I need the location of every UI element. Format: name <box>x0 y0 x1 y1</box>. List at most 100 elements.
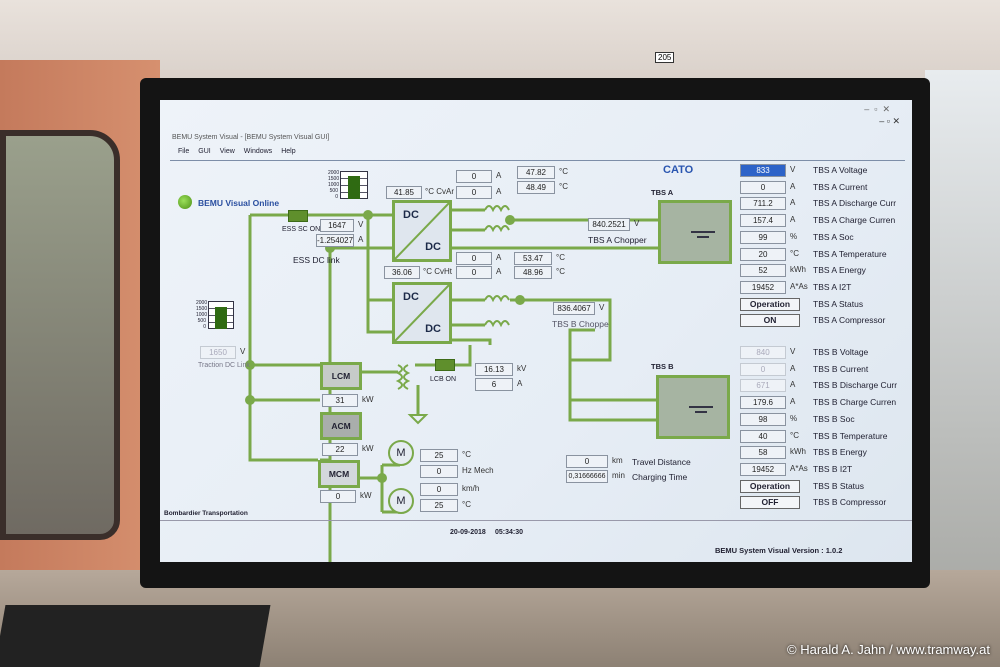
online-status-indicator <box>178 195 192 209</box>
tbs-b-label: TBS B Voltage <box>813 347 869 357</box>
tbs-b-battery-icon <box>656 375 730 439</box>
tbs-b-label: TBS B Status <box>813 480 865 491</box>
conv-a-temp-2: 48.49 <box>517 181 555 194</box>
lcm-power: 31 <box>322 394 358 407</box>
menu-help[interactable]: Help <box>281 148 296 155</box>
menu-view[interactable]: View <box>219 148 235 155</box>
menu-file[interactable]: File <box>178 148 190 155</box>
tbs-b-label: TBS B Charge Curren <box>813 397 897 408</box>
tbs-b-value: 671 <box>740 379 786 393</box>
conv-b-current-2: 0 <box>456 266 492 279</box>
tbs-b-value: OFF <box>740 496 800 510</box>
tbs-b-label: TBS B Soc <box>813 413 855 424</box>
motor-2-icon: M <box>388 488 414 514</box>
tbs-b-value: 40 <box>740 429 786 443</box>
tbs-a-value: 19452 <box>740 280 786 294</box>
tbs-b-value: 98 <box>740 412 786 426</box>
tbs-b-chopper-label: TBS B Chopper <box>552 319 612 329</box>
tbs-a-label: TBS A Charge Curren <box>813 215 896 226</box>
tbs-b-chopper-voltage: 836.4067 <box>553 302 595 315</box>
motor-temp-1: 25 <box>420 449 458 462</box>
tbs-a-label: TBS A Compressor <box>813 315 886 326</box>
acm-module: ACM <box>320 412 362 440</box>
tbs-a-value: 833 <box>740 164 786 177</box>
line-voltage: 16.13 <box>475 363 513 376</box>
tbs-a-value: 99 <box>740 230 786 244</box>
keyboard <box>0 605 271 667</box>
tbs-b-label: TBS B Compressor <box>813 497 887 508</box>
tbs-b-value: 0 <box>740 362 786 376</box>
travel-distance-label: Travel Distance <box>632 457 691 467</box>
mcm-module: MCM <box>318 460 360 488</box>
tbs-a-unit: A <box>790 181 796 191</box>
tbs-b-unit: A <box>790 397 796 407</box>
time: 05:34:30 <box>495 529 524 536</box>
tbs-b-value: 58 <box>740 446 786 460</box>
tbs-b-label: TBS B Temperature <box>813 430 888 441</box>
conv-a-temp-1: 47.82 <box>517 166 555 179</box>
tbs-b-unit: kWh <box>790 447 806 457</box>
train-ceiling <box>0 0 1000 90</box>
charging-time: 0,31666666 <box>566 470 608 483</box>
tbs-a-unit: V <box>790 165 796 174</box>
ess-switch[interactable] <box>288 210 308 222</box>
menu-bar: File GUI View Windows Help <box>178 148 296 155</box>
ess-dc-link-label: ESS DC link <box>293 255 340 265</box>
inner-window-controls[interactable]: – ▫ ✕ <box>879 116 900 126</box>
tbs-b-unit: A <box>790 363 796 373</box>
tbs-a-unit: °C <box>790 248 799 258</box>
motor-1-icon: M <box>388 440 414 466</box>
tbs-a-label: TBS A I2T <box>813 281 852 292</box>
tbs-a-chopper-label: TBS A Chopper <box>588 235 647 245</box>
tbs-a-unit: A <box>790 198 796 208</box>
monitor-screen: – ▫ ✕ – ▫ ✕ BEMU System Visual - [BEMU S… <box>160 100 912 562</box>
conv-b-current-1: 0 <box>456 252 492 265</box>
brand-label: CATO <box>663 164 694 176</box>
tbs-b-value: 19452 <box>740 462 786 476</box>
train-window-right <box>925 70 1000 590</box>
tbs-a-unit: A <box>790 215 796 225</box>
tbs-a-value: 20 <box>740 247 786 261</box>
header-divider <box>170 160 905 161</box>
mini-bar <box>215 307 227 329</box>
lcb-switch[interactable] <box>435 359 455 371</box>
ess-current: -1.254027 <box>316 234 354 247</box>
motor-frequency: 0 <box>420 465 458 478</box>
outer-window-controls[interactable]: – ▫ ✕ <box>864 104 890 114</box>
tbs-a-value: 157.4 <box>740 214 786 228</box>
mcm-power: 0 <box>320 490 356 503</box>
tbs-a-value: Operation <box>740 297 800 311</box>
photo-copyright: © Harald A. Jahn / www.tramway.at <box>787 642 990 657</box>
battery-wiring <box>568 300 656 422</box>
tbs-a-value: ON <box>740 314 800 328</box>
menu-windows[interactable]: Windows <box>243 148 273 155</box>
conv-b-temp-2: 48.96 <box>514 266 552 279</box>
lcb-label: LCB ON <box>430 376 457 383</box>
tbs-a-value: 711.2 <box>740 197 786 211</box>
tbs-a-label: TBS A Energy <box>813 265 866 276</box>
tbs-a-label: TBS A Current <box>813 181 868 192</box>
footer-divider <box>160 520 912 521</box>
tbs-a-label: TBS A Soc <box>813 231 854 242</box>
tbs-b-unit: °C <box>790 430 799 440</box>
tbs-a-chopper-voltage: 840.2521 <box>588 218 630 231</box>
tbs-b-value: Operation <box>740 479 800 493</box>
company-label: Bombardier Transportation <box>164 510 248 517</box>
conv-b-temp-1: 53.47 <box>514 252 552 265</box>
line-current: 6 <box>475 378 513 391</box>
menu-gui[interactable]: GUI <box>198 148 211 155</box>
traction-voltage: 1650 <box>200 346 236 359</box>
tbs-b-unit: A*As <box>790 463 808 473</box>
train-speed: 0 <box>420 483 458 496</box>
tbs-b-value: 179.6 <box>740 396 786 410</box>
ess-voltage: 1647 <box>320 219 354 232</box>
tbs-b-label: TBS B Discharge Curr <box>813 380 898 391</box>
tbs-a-label: TBS A Discharge Curr <box>813 198 897 209</box>
conv-a-current-2: 0 <box>456 186 492 199</box>
cvar-temp: 41.85 <box>386 186 422 199</box>
tbs-a-battery-icon <box>658 200 732 264</box>
tbs-a-unit: kWh <box>790 265 806 275</box>
